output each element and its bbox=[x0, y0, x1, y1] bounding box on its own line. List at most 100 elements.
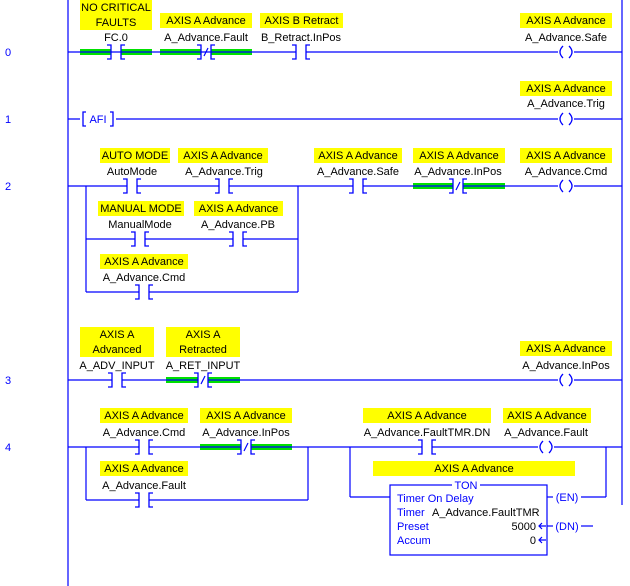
instruction-description: AXIS A Advance bbox=[503, 408, 591, 423]
examine-if-closed-contact[interactable] bbox=[135, 492, 153, 508]
en-bit: (EN) bbox=[556, 492, 579, 504]
description-text: AXIS A Advance bbox=[507, 410, 587, 422]
description-text: AXIS A Advance bbox=[318, 150, 398, 162]
preset-value[interactable]: 5000 bbox=[512, 521, 536, 533]
description-text: AXIS A Advance bbox=[387, 410, 467, 422]
tag-name[interactable]: A_Advance.Fault bbox=[102, 480, 186, 492]
examine-if-closed-contact[interactable] bbox=[229, 231, 247, 247]
instruction-description: AXIS A Advance bbox=[314, 148, 402, 163]
tag-name[interactable]: A_Advance.PB bbox=[201, 219, 275, 231]
tag-name[interactable]: A_ADV_INPUT bbox=[79, 360, 154, 372]
instruction-description: AXIS A Advance bbox=[100, 254, 188, 269]
description-text: AXIS A Advance bbox=[104, 256, 184, 268]
output-coil[interactable] bbox=[558, 178, 574, 194]
output-coil[interactable] bbox=[558, 44, 574, 60]
examine-if-closed-contact[interactable] bbox=[108, 372, 126, 388]
description-text: AXIS A Advance bbox=[166, 15, 246, 27]
description-text: AXIS A Advance bbox=[104, 463, 184, 475]
tag-name[interactable]: A_Advance.Trig bbox=[527, 98, 605, 110]
instruction-description: AXIS A Advance bbox=[160, 13, 252, 28]
examine-if-open-contact[interactable] bbox=[194, 372, 212, 388]
description-text: AUTO MODE bbox=[102, 150, 168, 162]
instruction-description: AXIS A Advance bbox=[100, 461, 188, 476]
tag-name[interactable]: A_Advance.Safe bbox=[525, 32, 607, 44]
tag-name[interactable]: A_Advance.Fault bbox=[164, 32, 248, 44]
tag-name[interactable]: A_Advance.Fault bbox=[504, 427, 588, 439]
timer-mnemonic: TON bbox=[454, 480, 477, 492]
rung-number[interactable]: 1 bbox=[5, 114, 11, 126]
tag-name[interactable]: A_Advance.Cmd bbox=[103, 427, 186, 439]
instruction-description: AXIS A Advance bbox=[373, 461, 575, 476]
tag-name[interactable]: A_Advance.Trig bbox=[185, 166, 263, 178]
tag-name[interactable]: ManualMode bbox=[108, 219, 172, 231]
tag-name[interactable]: A_Advance.Cmd bbox=[103, 272, 186, 284]
examine-if-open-contact[interactable] bbox=[237, 439, 255, 455]
output-coil[interactable] bbox=[558, 111, 574, 127]
examine-if-closed-contact[interactable] bbox=[349, 178, 367, 194]
description-text: AXIS A Advance bbox=[104, 410, 184, 422]
instruction-description: AXIS A Advance bbox=[520, 341, 612, 356]
instruction-description: AXIS A Advance bbox=[363, 408, 491, 423]
arrow-left-icon bbox=[538, 522, 546, 530]
examine-if-closed-contact[interactable] bbox=[292, 44, 310, 60]
tag-name[interactable]: AutoMode bbox=[107, 166, 157, 178]
instruction-description: AUTO MODE bbox=[100, 148, 170, 163]
tag-name[interactable]: A_Advance.FaultTMR.DN bbox=[364, 427, 491, 439]
accum-label: Accum bbox=[397, 535, 431, 547]
instruction-description: AXIS B Retract bbox=[260, 13, 343, 28]
tag-name[interactable]: A_Advance.InPos bbox=[202, 427, 290, 439]
instruction-description: AXIS A Advance bbox=[194, 201, 283, 216]
examine-if-closed-contact[interactable] bbox=[135, 284, 153, 300]
instruction-description: AXIS A Advance bbox=[200, 408, 292, 423]
afi-instruction[interactable]: AFI bbox=[80, 111, 116, 127]
description-text: AXIS B Retract bbox=[265, 15, 339, 27]
instruction-description: AXIS A Advance bbox=[178, 148, 268, 163]
examine-if-closed-contact[interactable] bbox=[215, 178, 233, 194]
examine-if-closed-contact[interactable] bbox=[135, 439, 153, 455]
tag-name[interactable]: A_Advance.Cmd bbox=[525, 166, 608, 178]
description-text: AXIS A Advance bbox=[206, 410, 286, 422]
examine-if-closed-contact[interactable] bbox=[123, 178, 141, 194]
description-text: AXIS A Advance bbox=[526, 343, 606, 355]
description-text: AXIS A Advance bbox=[526, 15, 606, 27]
tag-name[interactable]: FC.0 bbox=[104, 32, 128, 44]
rung-number[interactable]: 2 bbox=[5, 181, 11, 193]
timer-label: Timer bbox=[397, 507, 425, 519]
instruction-description: MANUAL MODE bbox=[98, 201, 184, 216]
timer-tag[interactable]: A_Advance.FaultTMR bbox=[432, 507, 540, 519]
instruction-description: AXIS A Advance bbox=[413, 148, 505, 163]
rung-number[interactable]: 0 bbox=[5, 47, 11, 59]
rung-number[interactable]: 3 bbox=[5, 375, 11, 387]
examine-if-closed-contact[interactable] bbox=[131, 231, 149, 247]
instruction-description: AXIS A Advance bbox=[520, 148, 612, 163]
preset-label: Preset bbox=[397, 521, 429, 533]
arrow-left-icon bbox=[538, 536, 546, 544]
description-text: AXIS A Advance bbox=[526, 150, 606, 162]
rung-number[interactable]: 4 bbox=[5, 442, 11, 454]
description-text: AXIS A Advance bbox=[199, 203, 279, 215]
description-text: AXIS A Advance bbox=[183, 150, 263, 162]
accum-value[interactable]: 0 bbox=[530, 535, 536, 547]
tag-name[interactable]: A_Advance.InPos bbox=[414, 166, 502, 178]
tag-name[interactable]: A_Advance.InPos bbox=[522, 360, 610, 372]
timer-title: Timer On Delay bbox=[397, 493, 474, 505]
output-coil[interactable] bbox=[558, 372, 574, 388]
afi-label: AFI bbox=[89, 114, 106, 126]
instruction-description: AXIS A Advance bbox=[100, 408, 188, 423]
examine-if-closed-contact[interactable] bbox=[418, 439, 436, 455]
ton-timer-block[interactable] bbox=[389, 479, 548, 556]
tag-name[interactable]: A_Advance.Safe bbox=[317, 166, 399, 178]
output-coil[interactable] bbox=[538, 439, 554, 455]
instruction-description: AXIS A Advance bbox=[520, 13, 612, 28]
examine-if-open-contact[interactable] bbox=[449, 178, 467, 194]
tag-name[interactable]: B_Retract.InPos bbox=[261, 32, 342, 44]
tag-name[interactable]: A_RET_INPUT bbox=[166, 360, 241, 372]
dn-bit: (DN) bbox=[555, 521, 578, 533]
